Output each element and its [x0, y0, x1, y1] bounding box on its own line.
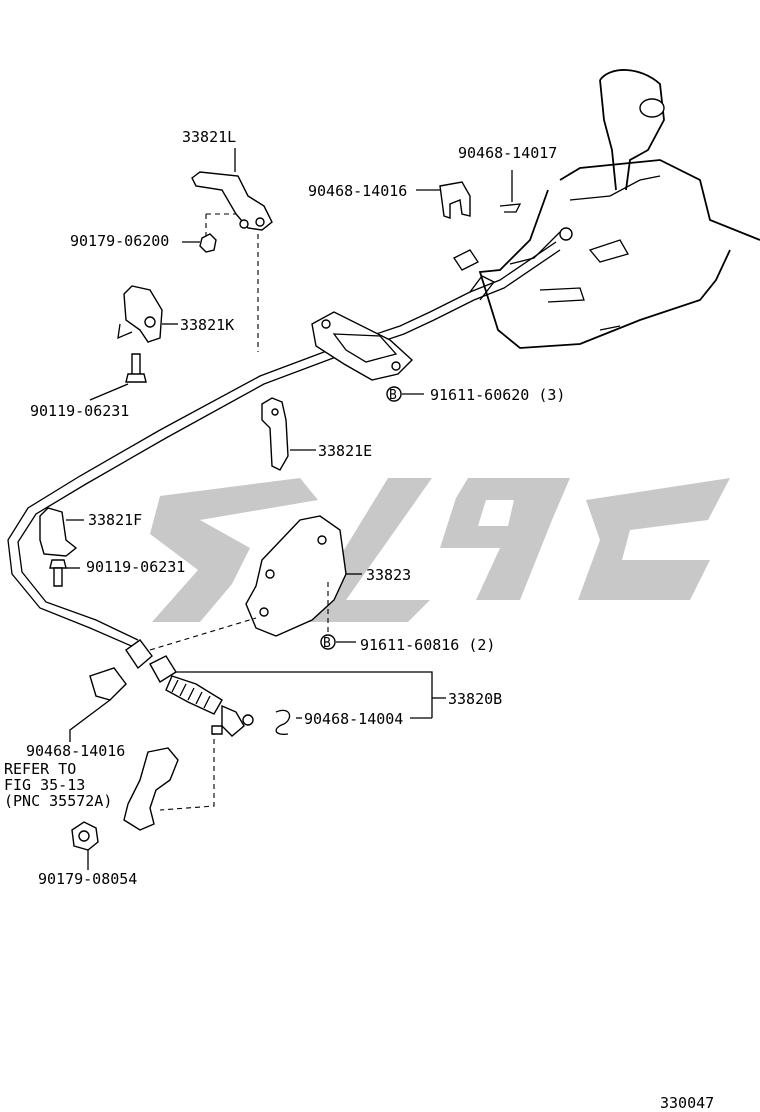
- label-90179-06200: 90179-06200: [70, 232, 169, 250]
- cable-end-33820B: [125, 639, 446, 737]
- clip-90468-14016-top: [439, 181, 471, 219]
- bracket-33823: [149, 515, 362, 651]
- label-33821F: 33821F: [88, 511, 142, 529]
- nut-90179-08054: [71, 821, 99, 870]
- bolt-90119-06231-lower: [49, 559, 80, 587]
- label-refer-line-1: REFER TO: [4, 760, 76, 778]
- bolt-90119-06231-upper: [89, 353, 147, 401]
- bolt-mark-91611-60816: B: [320, 634, 356, 651]
- bolt-mark-1: B: [389, 388, 397, 403]
- label-refer-line-3: (PNC 35572A): [4, 792, 112, 810]
- bracket-33821E: [261, 397, 316, 471]
- lever-refer-part: [123, 725, 223, 831]
- label-33821E: 33821E: [318, 442, 372, 460]
- bolt-mark-2: B: [323, 636, 331, 651]
- pin-90468-14017: [499, 170, 522, 213]
- label-33821L: 33821L: [182, 128, 236, 146]
- label-90468-14004: 90468-14004: [304, 710, 403, 728]
- label-91611-60620: 91611-60620 (3): [430, 386, 565, 404]
- nut-90179-06200: [182, 214, 217, 253]
- control-cable: [7, 241, 561, 649]
- label-90179-08054: 90179-08054: [38, 870, 137, 888]
- label-refer-line-2: FIG 35-13: [4, 776, 85, 794]
- clip-90468-14016-lower: [69, 667, 127, 742]
- bracket-33821L: [191, 148, 273, 352]
- shift-lever-assembly: [453, 69, 760, 349]
- label-90468-14016-lower: 90468-14016: [26, 742, 125, 760]
- clip-33821F: [39, 507, 84, 557]
- label-90468-14017: 90468-14017: [458, 144, 557, 162]
- bracket-33821K: [117, 285, 178, 343]
- bolt-mark-91611-60620: B: [386, 386, 424, 403]
- label-90119-06231-lower: 90119-06231: [86, 558, 185, 576]
- label-91611-60816: 91611-60816 (2): [360, 636, 495, 654]
- cable-bracket-plate: [311, 311, 414, 381]
- label-90468-14016-top: 90468-14016: [308, 182, 407, 200]
- label-33823: 33823: [366, 566, 411, 584]
- figure-number: 330047: [660, 1094, 714, 1112]
- label-33821K: 33821K: [180, 316, 234, 334]
- label-90119-06231-upper: 90119-06231: [30, 402, 129, 420]
- clip-90468-14004: [275, 709, 432, 735]
- label-33820B: 33820B: [448, 690, 502, 708]
- watermark-logo: [150, 478, 730, 622]
